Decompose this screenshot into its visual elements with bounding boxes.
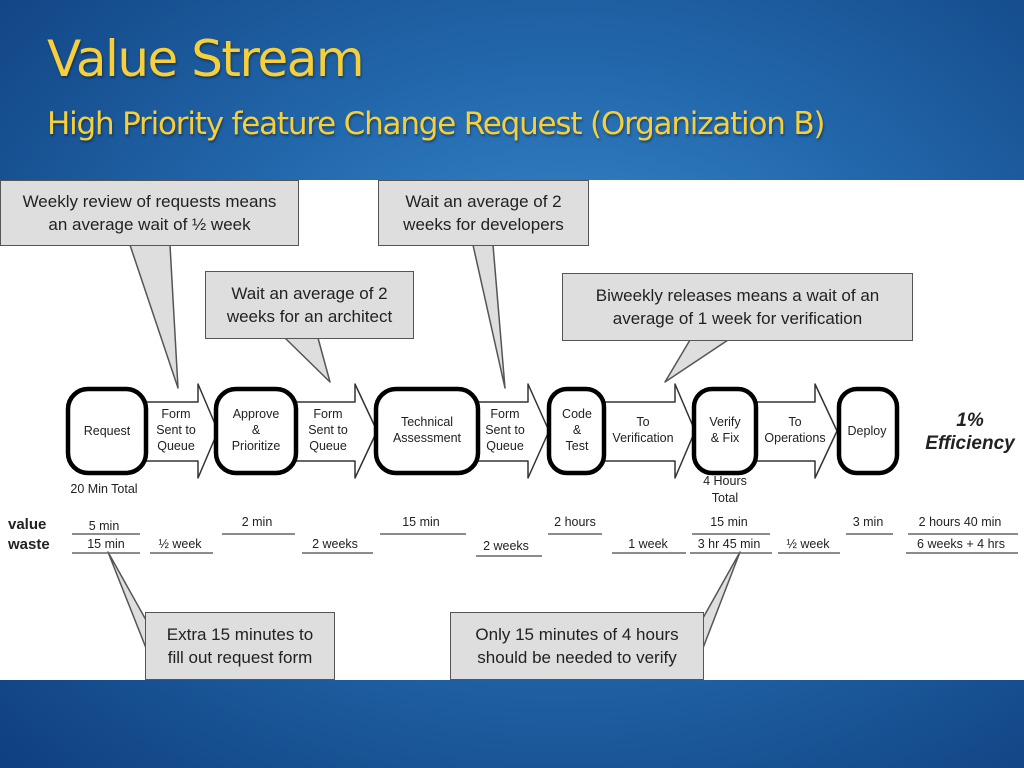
waste-cell: 2 weeks [483,539,529,553]
verify-total-note-1: 4 Hours [703,474,747,488]
step-label-verify: Verify& Fix [709,415,741,445]
value-cell: 15 min [710,515,748,529]
step-box-verify [691,386,759,476]
pointer-extra-minutes [107,551,147,649]
step-box-technical [373,386,481,476]
handoff-arrow-5 [755,383,838,479]
handoff-arrow-1 [145,383,219,479]
waste-cell: 15 min [87,537,125,551]
value-cell: 2 min [242,515,273,529]
value-cell: 15 min [402,515,440,529]
request-total-note: 20 Min Total [70,482,137,496]
value-row: 5 min 2 min 15 min 2 hours 15 min 3 min … [72,515,1018,535]
waste-cell: 6 weeks + 4 hrs [917,537,1005,551]
step-box-approve [213,386,299,476]
step-label-deploy: Deploy [848,424,888,438]
value-cell: 5 min [89,519,120,533]
handoff-arrow-3 [477,383,550,479]
callout-architect-wait: Wait an average of 2 weeks for an archit… [205,271,414,339]
waste-cell: 3 hr 45 min [698,537,761,551]
value-row-label: value [8,516,46,533]
step-box-request [65,386,149,476]
value-cell: 2 hours [554,515,596,529]
callout-verify-minutes: Only 15 minutes of 4 hours should be nee… [450,612,704,680]
waste-cell: ½ week [158,537,202,551]
step-box-code [546,386,607,476]
slide-subtitle: High Priority feature Change Request (Or… [47,106,825,142]
pointer-developer-wait [472,244,506,389]
waste-cell: ½ week [786,537,830,551]
waste-row: 15 min ½ week 2 weeks 2 weeks 1 week 3 h… [72,537,1018,557]
pointer-architect-wait [284,337,331,383]
verify-total-note-2: Total [712,491,738,505]
efficiency-percent: 1% [956,410,984,431]
callout-weekly-review: Weekly review of requests means an avera… [0,180,299,246]
slide-title: Value Stream [47,30,365,88]
pointer-biweekly-releases [664,339,729,383]
callout-developer-wait: Wait an average of 2 weeks for developer… [378,180,589,246]
callout-biweekly-releases: Biweekly releases means a wait of an ave… [562,273,913,341]
step-box-deploy [836,386,900,476]
waste-cell: 1 week [628,537,668,551]
handoff-arrow-4 [603,383,696,479]
callout-pointers [107,244,741,649]
waste-row-label: waste [7,536,50,553]
step-label-request: Request [84,424,131,438]
waste-cell: 2 weeks [312,537,358,551]
value-cell: 3 min [853,515,884,529]
handoff-arrow-2 [295,383,378,479]
efficiency-label: Efficiency [925,433,1016,454]
process-boxes [65,386,900,476]
handoff-arrows [145,383,838,479]
callout-extra-minutes: Extra 15 minutes to fill out request for… [145,612,335,680]
step-label-approve: Approve&Prioritize [232,407,281,453]
value-cell: 2 hours 40 min [919,515,1002,529]
pointer-weekly-review [129,244,179,389]
pointer-verify-minutes [702,551,741,649]
step-label-code: Code&Test [562,407,592,453]
